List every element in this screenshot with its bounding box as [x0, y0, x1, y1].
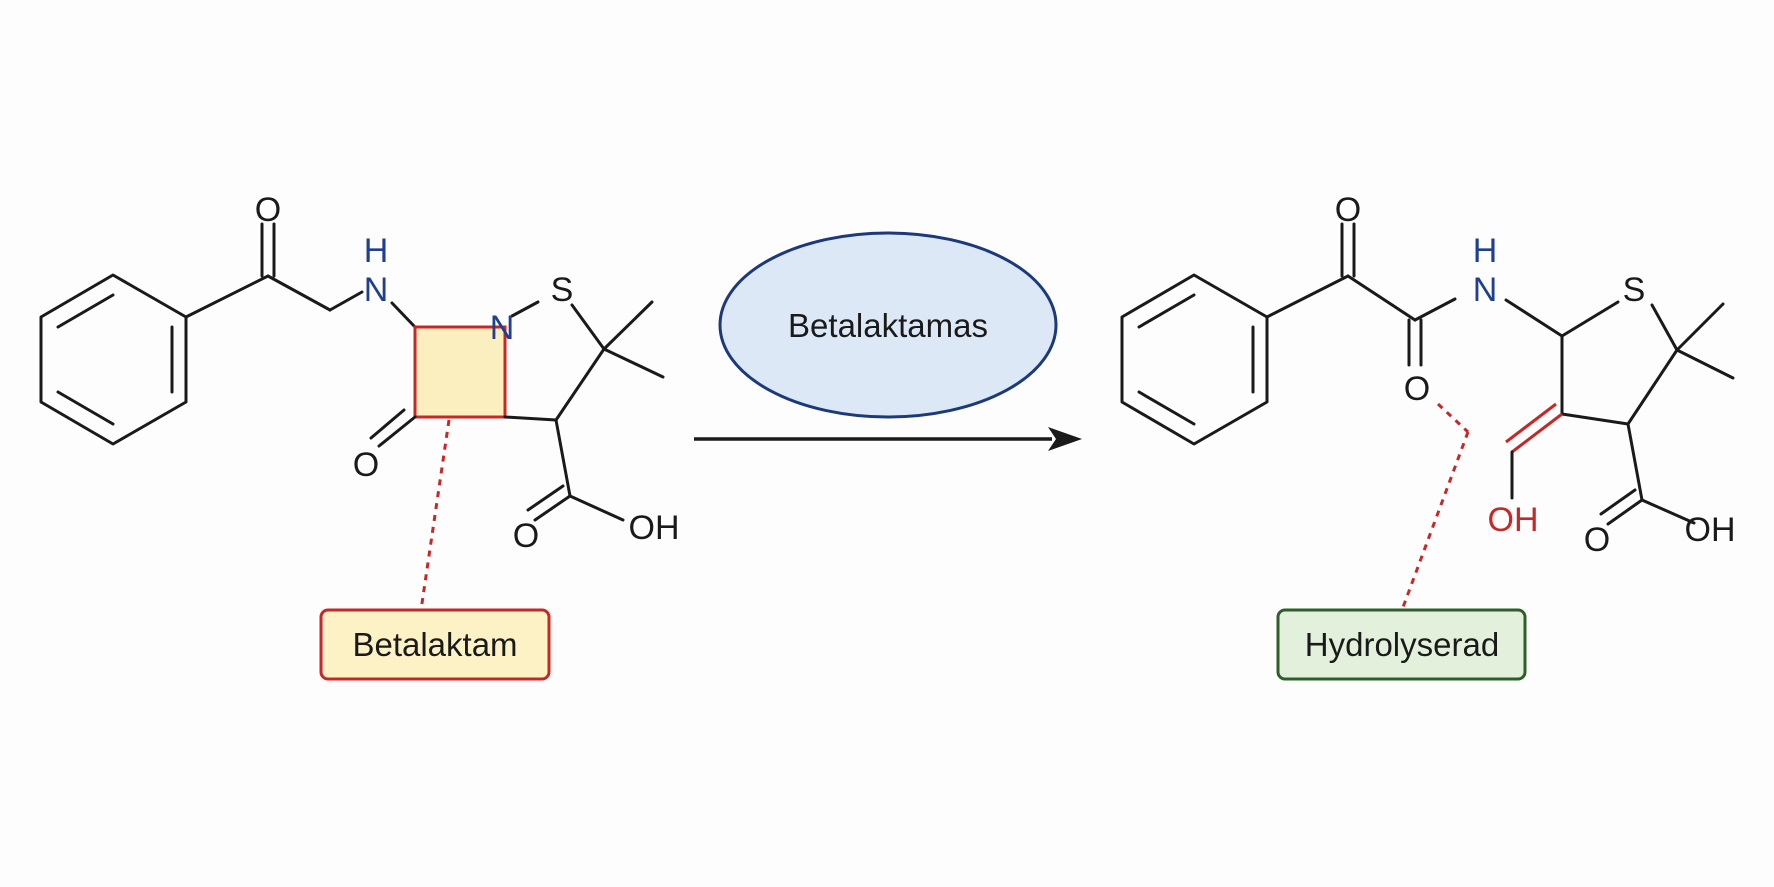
reactant-atom-oh-acid: OH	[629, 509, 680, 547]
product-atom-o-acyl: O	[1335, 191, 1361, 229]
product-label: Hydrolyserad	[1305, 626, 1499, 663]
reactant-label-box: Betalaktam	[319, 608, 551, 681]
enzyme-label: Betalaktamas	[788, 307, 988, 344]
product-callout-line	[1400, 431, 1470, 611]
product-carboxyl-group	[1599, 422, 1696, 526]
reactant-atom-o-lactam: O	[353, 446, 379, 484]
product-atom-h: H	[1473, 232, 1498, 270]
reaction-arrow	[694, 427, 1082, 451]
reactant-atom-h: H	[364, 232, 389, 270]
product-atom-o-mid: O	[1404, 370, 1430, 408]
product-atom-o-acid: O	[1584, 521, 1610, 559]
product-atom-s: S	[1623, 271, 1646, 309]
product-atom-oh-new: OH	[1488, 501, 1539, 539]
beta-lactam-ring-highlight	[413, 325, 507, 419]
product-benzene-ring	[1120, 273, 1269, 446]
product-callout-line-short	[1436, 402, 1470, 434]
reactant-atom-o-acid: O	[513, 517, 539, 555]
product-new-acid-group	[1505, 402, 1563, 500]
enzyme-ellipse: Betalaktamas	[718, 231, 1058, 419]
reactant-benzene-ring	[39, 273, 188, 446]
product-label-box: Hydrolyserad	[1276, 608, 1527, 681]
product-molecule: O H N O S OH O OH	[1120, 191, 1736, 559]
product-thiazolidine-ring	[1560, 300, 1735, 426]
reactant-thiazolidine-ring	[503, 300, 665, 422]
reactant-molecule: O H N N S O O OH	[39, 191, 680, 555]
reactant-atom-o-acyl: O	[255, 191, 281, 229]
product-atom-n-amide: N	[1473, 271, 1498, 309]
product-atom-oh-acid: OH	[1685, 511, 1736, 549]
reactant-carboxyl-group	[526, 418, 625, 522]
product-side-chain	[1265, 222, 1564, 367]
reactant-label: Betalaktam	[352, 626, 517, 663]
reactant-atom-s: S	[551, 271, 574, 309]
reactant-side-chain	[184, 222, 417, 329]
reactant-atom-n-ring: N	[490, 309, 515, 347]
reactant-atom-n-amide: N	[364, 271, 389, 309]
reactant-callout-line	[419, 419, 451, 611]
